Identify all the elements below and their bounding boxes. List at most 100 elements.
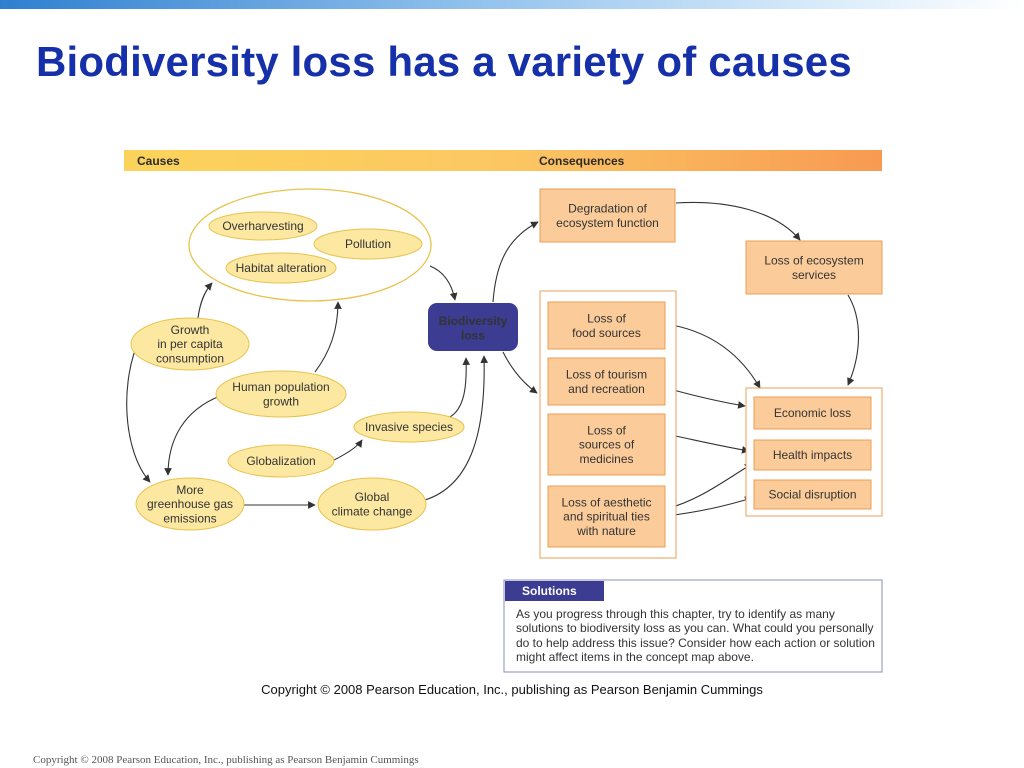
node-label-line: consumption <box>156 351 224 365</box>
node-label-line: Loss of <box>587 312 626 326</box>
consequence-box <box>547 301 666 350</box>
node-label-line: Human population <box>232 380 329 394</box>
node-label-line: loss <box>461 328 485 342</box>
solutions-heading: Solutions <box>522 584 577 598</box>
consequence-box <box>547 413 666 476</box>
consequences-heading: Consequences <box>539 154 625 168</box>
consequence-box <box>745 240 883 295</box>
svg-text:Pollution: Pollution <box>345 237 391 251</box>
node-label-line: emissions <box>163 511 216 525</box>
top-accent-band <box>0 0 1024 9</box>
consequence-box <box>753 439 872 471</box>
node-label-line: and recreation <box>568 382 645 396</box>
node-label-line: sources of <box>579 438 635 452</box>
cause-bubble <box>135 477 245 531</box>
solutions-box: Solutions <box>503 579 883 673</box>
node-label-line: Global <box>355 490 390 504</box>
node-label-line: Health impacts <box>773 448 852 462</box>
svg-text:Social disruption: Social disruption <box>768 488 856 502</box>
consequence-box <box>753 479 872 510</box>
node-label-line: Biodiversity <box>439 314 508 328</box>
node-label-line: Pollution <box>345 237 391 251</box>
node-label-line: ecosystem function <box>556 216 659 230</box>
node-label-line: food sources <box>572 326 641 340</box>
solutions-text: As you progress through this chapter, tr… <box>516 607 875 665</box>
figure-credit: Copyright © 2008 Pearson Education, Inc.… <box>261 682 763 697</box>
cause-globalization: Globalization <box>227 444 335 478</box>
cause-bubble <box>225 252 337 284</box>
node-label-line: climate change <box>332 504 413 518</box>
node-label-line: Economic loss <box>774 406 851 420</box>
cause-pollution: Pollution <box>313 228 423 260</box>
cause-bubble <box>313 228 423 260</box>
node-label-line: Overharvesting <box>222 219 303 233</box>
consequence-box <box>539 188 676 243</box>
node-label-line: Social disruption <box>768 488 856 502</box>
consequence-social-disruption: Social disruption <box>753 479 872 510</box>
node-label-line: Growth <box>171 323 210 337</box>
svg-text:Globalization: Globalization <box>246 454 315 468</box>
cause-bubble <box>317 477 427 531</box>
cause-habitat-alteration: Habitat alteration <box>225 252 337 284</box>
node-label-line: More <box>176 483 204 497</box>
node-label-line: Invasive species <box>365 420 453 434</box>
node-label-line: Degradation of <box>568 202 647 216</box>
biodiversity-loss-box <box>428 303 518 351</box>
node-label-line: with nature <box>576 524 636 538</box>
cause-bubble <box>130 317 250 371</box>
consequence-health-impacts: Health impacts <box>753 439 872 471</box>
cause-bubble <box>353 411 465 443</box>
causes-heading: Causes <box>137 154 180 168</box>
node-label-line: medicines <box>579 452 633 466</box>
node-label-line: Loss of <box>587 424 626 438</box>
node-label-line: Loss of aesthetic <box>561 496 651 510</box>
node-label-line: Habitat alteration <box>236 261 327 275</box>
figure-header: Causes Consequences <box>124 150 882 171</box>
svg-text:Health impacts: Health impacts <box>773 448 852 462</box>
cause-bubble <box>215 370 347 418</box>
cause-bubble <box>208 211 318 241</box>
node-label-line: in per capita <box>157 337 223 351</box>
svg-text:Invasive species: Invasive species <box>365 420 453 434</box>
consequence-box <box>547 485 666 548</box>
slide-footer: Copyright © 2008 Pearson Education, Inc.… <box>33 754 419 766</box>
slide-title: Biodiversity loss has a variety of cause… <box>36 38 852 85</box>
cause-invasive-species: Invasive species <box>353 411 465 443</box>
svg-text:Economic loss: Economic loss <box>774 406 851 420</box>
consequence-box <box>753 396 872 430</box>
node-label-line: Loss of ecosystem <box>764 254 863 268</box>
consequence-economic-loss: Economic loss <box>753 396 872 430</box>
node-label-line: Loss of tourism <box>566 368 647 382</box>
consequence-box <box>547 357 666 406</box>
node-label-line: services <box>792 268 836 282</box>
node-label-line: greenhouse gas <box>147 497 233 511</box>
node-label-line: Globalization <box>246 454 315 468</box>
cause-overharvesting: Overharvesting <box>208 211 318 241</box>
node-label-line: growth <box>263 394 299 408</box>
